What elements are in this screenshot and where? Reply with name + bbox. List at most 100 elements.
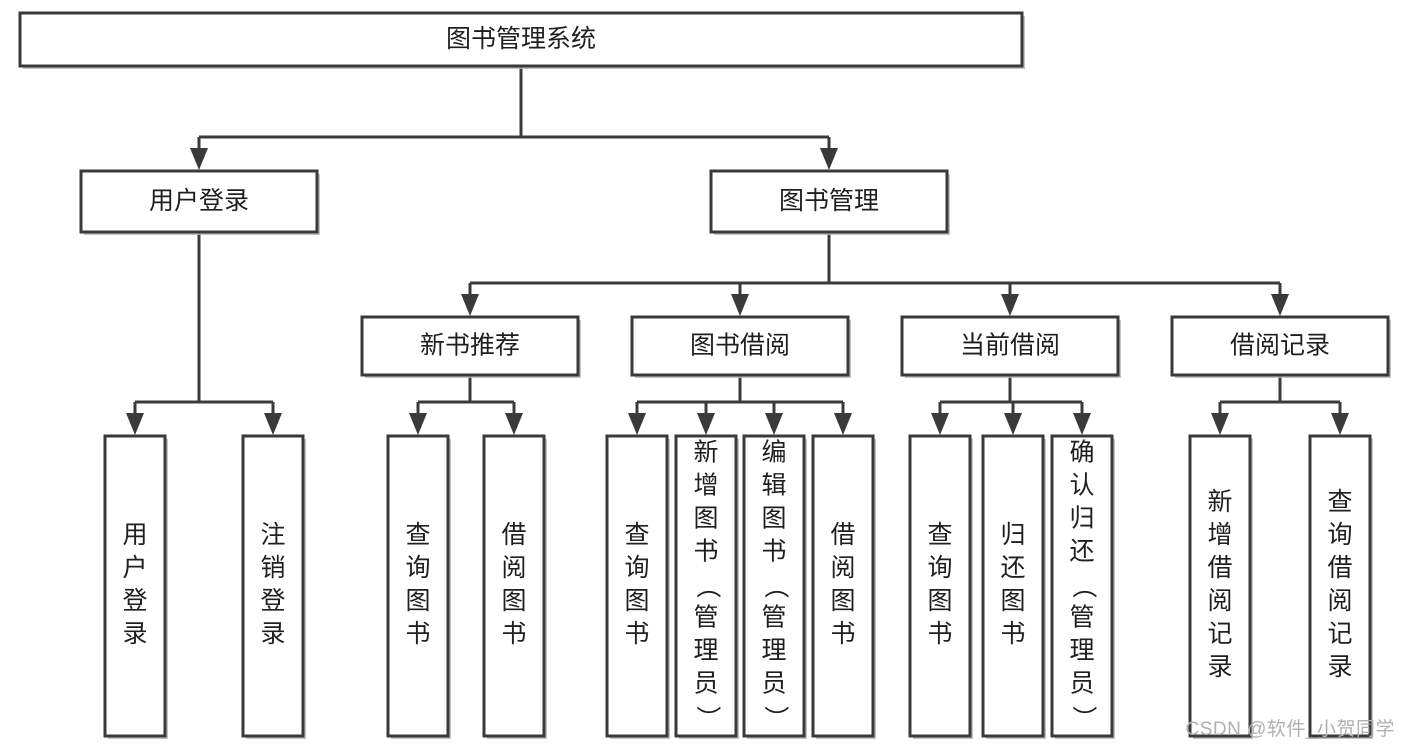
node-label-char: 图: [927, 587, 952, 615]
arrow-head-icon: [505, 413, 523, 435]
node-label-char: 书: [405, 620, 430, 648]
node-box[interactable]: [79, 169, 319, 234]
node-label-char: 员: [693, 670, 718, 698]
node-label-char: 阅: [1207, 587, 1232, 615]
arrow-head-icon: [765, 413, 783, 435]
node-leaf-user-login[interactable]: 用户登录: [103, 434, 168, 739]
node-label: 图书管理: [779, 187, 879, 215]
arrow-head-icon: [834, 413, 852, 435]
node-label-char: 理: [693, 637, 718, 665]
node-box[interactable]: [900, 315, 1120, 377]
node-label: 当前借阅: [960, 332, 1060, 360]
node-label: 图书借阅: [690, 332, 790, 360]
node-book-manage[interactable]: 图书管理: [709, 169, 950, 235]
node-label-char: 书: [624, 620, 649, 648]
node-current-borrow[interactable]: 当前借阅: [900, 315, 1121, 378]
node-label-char: 归: [1000, 521, 1025, 549]
node-label-char: 书: [761, 538, 786, 566]
node-label: 借阅记录: [1230, 332, 1330, 360]
node-label: 图书管理系统: [446, 25, 596, 53]
node-box[interactable]: [709, 169, 949, 234]
node-box[interactable]: [981, 434, 1045, 738]
node-label-char: 编: [761, 439, 786, 467]
node-box[interactable]: [605, 434, 669, 738]
node-label: 用户登录: [149, 187, 249, 215]
node-label-char: 借: [830, 521, 855, 549]
arrow-head-icon: [1271, 294, 1289, 316]
node-box[interactable]: [674, 434, 738, 738]
node-label-char: 图: [405, 587, 430, 615]
node-label-char: 归: [1069, 505, 1094, 533]
node-box[interactable]: [811, 434, 875, 738]
node-box[interactable]: [1170, 315, 1390, 377]
node-box[interactable]: [386, 434, 450, 738]
node-label-char: ）: [693, 705, 721, 730]
node-box[interactable]: [1050, 434, 1114, 738]
node-label-char: 员: [761, 670, 786, 698]
node-label: 新书推荐: [420, 332, 520, 360]
node-label-char: 还: [1000, 554, 1025, 582]
connector-layer: [126, 66, 1349, 435]
arrow-head-icon: [931, 413, 949, 435]
node-label-char: 书: [1000, 620, 1025, 648]
arrow-head-icon: [1211, 413, 1229, 435]
node-label-char: 户: [122, 554, 147, 582]
arrow-head-icon: [1001, 294, 1019, 316]
arrow-head-icon: [409, 413, 427, 435]
node-label-char: 阅: [501, 554, 526, 582]
node-label-char: 图: [624, 587, 649, 615]
node-box[interactable]: [1188, 434, 1252, 738]
node-user-login[interactable]: 用户登录: [79, 169, 320, 235]
arrow-head-icon: [731, 294, 749, 316]
node-label-char: 书: [830, 620, 855, 648]
node-label-char: 询: [405, 554, 430, 582]
node-label-char: 书: [501, 620, 526, 648]
node-box[interactable]: [241, 434, 305, 738]
arrow-head-icon: [190, 148, 208, 170]
node-root[interactable]: 图书管理系统: [18, 11, 1025, 69]
node-book-borrow[interactable]: 图书借阅: [630, 315, 851, 378]
node-label-char: 记: [1327, 620, 1352, 648]
arrow-head-icon: [628, 413, 646, 435]
node-label-char: 还: [1069, 538, 1094, 566]
node-label-char: 录: [260, 620, 285, 648]
node-label-char: 理: [1069, 637, 1094, 665]
arrow-head-icon: [461, 294, 479, 316]
node-label-char: 认: [1069, 472, 1094, 500]
node-box[interactable]: [18, 11, 1024, 68]
node-new-book-recommend[interactable]: 新书推荐: [360, 315, 581, 378]
node-label-char: 查: [927, 521, 952, 549]
node-label-char: 查: [405, 521, 430, 549]
node-box[interactable]: [908, 434, 972, 738]
node-label-char: 注: [260, 521, 285, 549]
arrow-head-icon: [820, 148, 838, 170]
node-label-char: 询: [624, 554, 649, 582]
node-box[interactable]: [482, 434, 546, 738]
node-box[interactable]: [630, 315, 850, 377]
node-label-char: （: [1069, 573, 1097, 598]
node-box[interactable]: [360, 315, 580, 377]
node-box[interactable]: [1308, 434, 1372, 738]
node-label-char: 销: [260, 554, 285, 582]
node-box[interactable]: [103, 434, 167, 738]
node-box[interactable]: [742, 434, 806, 738]
node-label-char: ）: [761, 705, 789, 730]
node-borrow-record[interactable]: 借阅记录: [1170, 315, 1391, 378]
